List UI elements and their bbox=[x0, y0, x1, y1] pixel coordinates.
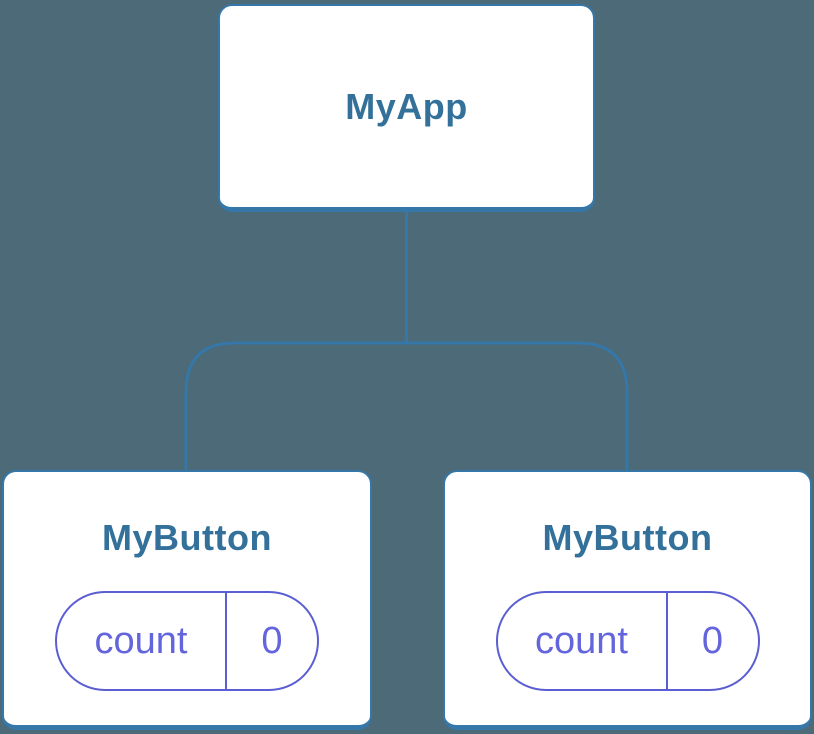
state-name: count bbox=[94, 619, 188, 662]
state-value-cell: 0 bbox=[227, 593, 317, 689]
state-value: 0 bbox=[701, 619, 724, 662]
child-component-label: MyButton bbox=[542, 517, 713, 558]
root-component-label: MyApp bbox=[345, 85, 468, 127]
child-component-node-right: MyButton count 0 bbox=[443, 470, 812, 730]
child-component-label: MyButton bbox=[102, 517, 272, 558]
state-value: 0 bbox=[261, 619, 283, 662]
root-component-node: MyApp bbox=[218, 4, 595, 212]
state-value-cell: 0 bbox=[668, 593, 758, 689]
state-pill: count 0 bbox=[495, 591, 760, 691]
state-name-cell: count bbox=[498, 593, 668, 689]
tree-branch-line bbox=[184, 341, 629, 474]
state-pill: count 0 bbox=[55, 591, 319, 691]
state-name-cell: count bbox=[57, 593, 227, 689]
child-component-node-left: MyButton count 0 bbox=[2, 470, 372, 730]
state-name: count bbox=[535, 619, 628, 662]
